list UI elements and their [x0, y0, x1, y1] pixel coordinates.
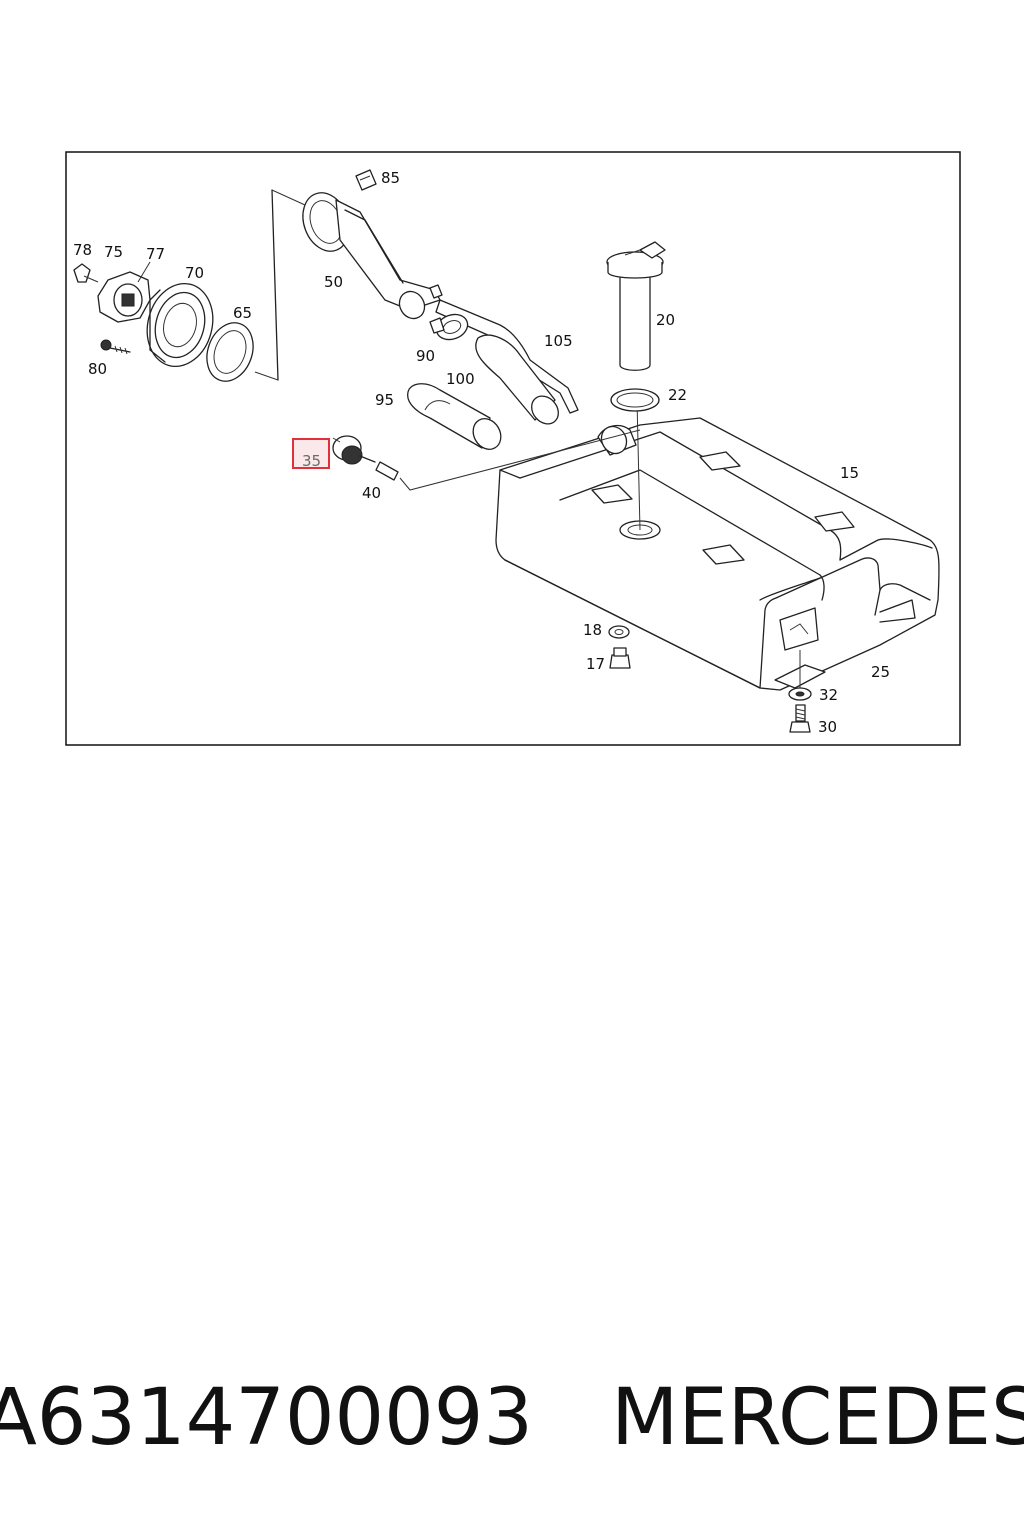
- washer[interactable]: [788, 687, 812, 701]
- callout-95: 95: [375, 391, 394, 409]
- callout-15: 15: [840, 464, 859, 482]
- callout-17: 17: [586, 655, 605, 673]
- housing-gasket[interactable]: [199, 316, 261, 387]
- sensor-sleeve[interactable]: [375, 461, 399, 481]
- connecting-hose[interactable]: [406, 383, 507, 455]
- callout-100: 100: [446, 370, 475, 388]
- callout-35[interactable]: 35: [302, 452, 321, 470]
- hose-clamp[interactable]: [429, 310, 471, 343]
- callout-40: 40: [362, 484, 381, 502]
- sender-seal-ring[interactable]: [610, 388, 660, 412]
- callout-22: 22: [668, 386, 687, 404]
- fuel-sensor[interactable]: [332, 435, 376, 465]
- callout-18: 18: [583, 621, 602, 639]
- drain-plug[interactable]: [609, 647, 631, 669]
- highlight-box: [292, 438, 330, 469]
- callout-32: 32: [819, 686, 838, 704]
- callout-25: 25: [871, 663, 890, 681]
- part-number: A6314700093: [0, 1373, 534, 1463]
- leader-20: [636, 399, 641, 531]
- callout-80: 80: [88, 360, 107, 378]
- mounting-screw[interactable]: [100, 339, 131, 355]
- retaining-clip[interactable]: [355, 169, 377, 191]
- leader-40: [399, 429, 641, 491]
- callout-105: 105: [544, 332, 573, 350]
- callout-20: 20: [656, 311, 675, 329]
- brand-name: MERCEDES: [611, 1373, 1024, 1463]
- fuel-level-sender[interactable]: [606, 241, 666, 371]
- callout-75: 75: [104, 243, 123, 261]
- leader-65: [254, 371, 279, 381]
- callout-85: 85: [381, 169, 400, 187]
- leader-50: [271, 189, 306, 206]
- callout-50: 50: [324, 273, 343, 291]
- filler-hose[interactable]: [475, 334, 564, 429]
- callout-30: 30: [818, 718, 837, 736]
- filler-housing[interactable]: [138, 276, 222, 374]
- frame-line: [271, 189, 279, 381]
- callout-65: 65: [233, 304, 252, 322]
- caption: A6314700093 MERCEDES: [0, 1368, 1024, 1468]
- leader-77: [137, 261, 151, 283]
- filler-cap[interactable]: [97, 271, 151, 323]
- callout-70: 70: [185, 264, 204, 282]
- callout-90: 90: [416, 347, 435, 365]
- drain-seal[interactable]: [608, 625, 630, 639]
- mounting-bolt[interactable]: [789, 704, 811, 733]
- callout-77: 77: [146, 245, 165, 263]
- callout-78: 78: [73, 241, 92, 259]
- cap-key[interactable]: [73, 263, 99, 283]
